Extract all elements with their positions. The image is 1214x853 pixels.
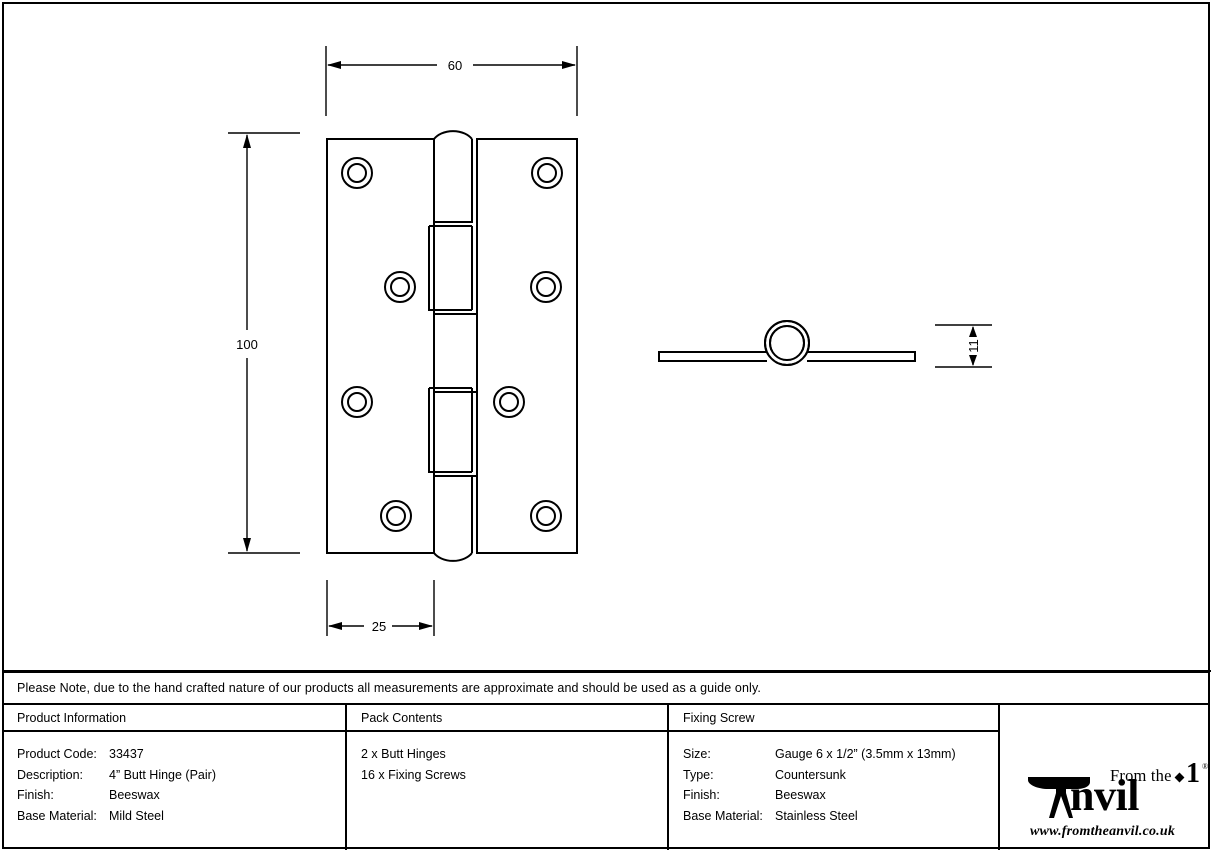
spec-label: Base Material: (683, 808, 763, 823)
registered-trademark-icon: ® (1202, 762, 1209, 771)
spec-label: Finish: (683, 788, 720, 802)
dimension-label-60: 60 (448, 58, 462, 73)
hinge-side-view (658, 320, 916, 366)
anvil-icon (1028, 777, 1090, 818)
spec-value: Beeswax (109, 788, 160, 802)
screw-hole (531, 157, 563, 189)
column-header-fixing-screw: Fixing Screw (669, 705, 998, 732)
dimension-11 (935, 324, 992, 368)
disclaimer-note-text: Please Note, due to the hand crafted nat… (17, 681, 762, 695)
spec-value: Gauge 6 x 1/2” (3.5mm x 13mm) (775, 747, 956, 761)
spec-label: Base Material: (17, 808, 97, 823)
column-logo: From the 1 ® nvil www.fromtheanvil.co.uk (1000, 705, 1209, 850)
logo-top-text: From the (1110, 766, 1172, 785)
table-row: Description: 4” Butt Hinge (Pair) (17, 765, 345, 786)
hinge-front-view (326, 130, 578, 562)
logo-numeral: 1 (1186, 758, 1200, 789)
spec-value: 4” Butt Hinge (Pair) (109, 767, 216, 782)
knuckle-cap-bottom (433, 552, 473, 562)
dimension-100 (228, 132, 300, 554)
column-header-product-information: Product Information (3, 705, 345, 732)
column-product-information: Product Information Product Code: 33437 … (3, 705, 347, 850)
table-row: Size: Gauge 6 x 1/2” (3.5mm x 13mm) (683, 744, 998, 765)
screw-hole (530, 500, 562, 532)
spec-label: Size: (683, 747, 711, 761)
column-body-product-information: Product Code: 33437 Description: 4” Butt… (3, 732, 345, 826)
spec-value: Mild Steel (109, 808, 164, 823)
screw-hole (341, 157, 373, 189)
spec-value: 33437 (109, 747, 144, 761)
table-row: Base Material: Stainless Steel (683, 806, 998, 827)
logo-cell: From the 1 ® nvil www.fromtheanvil.co.uk (1000, 732, 1209, 853)
column-header-pack-contents: Pack Contents (347, 705, 667, 732)
logo-url: www.fromtheanvil.co.uk (1030, 824, 1176, 839)
column-pack-contents: Pack Contents 2 x Butt Hinges 16 x Fixin… (347, 705, 669, 850)
spec-label: Description: (17, 767, 83, 782)
logo-wordmark: nvil (1070, 771, 1139, 820)
spec-label: Type: (683, 767, 714, 782)
spec-label: Product Code: (17, 747, 97, 761)
knuckle-cap-top (433, 130, 473, 140)
spec-value: Countersunk (775, 767, 846, 782)
screw-hole (384, 271, 416, 303)
left-leaf (326, 138, 435, 554)
right-leaf (476, 138, 578, 554)
column-fixing-screw: Fixing Screw Size: Gauge 6 x 1/2” (3.5mm… (669, 705, 1000, 850)
disclaimer-note-row: Please Note, due to the hand crafted nat… (3, 671, 1209, 705)
dimension-label-25: 25 (372, 619, 386, 634)
table-row: Base Material: Mild Steel (17, 806, 345, 827)
product-info-table: Please Note, due to the hand crafted nat… (3, 671, 1209, 850)
drawing-canvas: 60 100 25 11 (3, 46, 1211, 672)
screw-hole (380, 500, 412, 532)
screw-hole (493, 386, 525, 418)
screw-hole (530, 271, 562, 303)
table-row: Type: Countersunk (683, 765, 998, 786)
diamond-icon (1174, 772, 1185, 783)
column-header-logo (1000, 705, 1209, 732)
spec-label: Finish: (17, 788, 54, 802)
dimension-label-11: 11 (966, 339, 981, 353)
dimension-25 (326, 580, 435, 636)
screw-holes (341, 157, 563, 532)
screw-hole (341, 386, 373, 418)
column-body-fixing-screw: Size: Gauge 6 x 1/2” (3.5mm x 13mm) Type… (669, 732, 998, 826)
knuckle-column (428, 130, 478, 562)
spec-value: Beeswax (775, 788, 826, 802)
side-plate (658, 351, 916, 362)
spec-value: Stainless Steel (775, 808, 858, 823)
list-item: 2 x Butt Hinges (361, 747, 446, 761)
column-body-pack-contents: 2 x Butt Hinges 16 x Fixing Screws (347, 732, 667, 785)
dimension-60 (325, 46, 578, 116)
dimension-label-100: 100 (236, 337, 258, 352)
from-the-anvil-logo: From the 1 ® nvil www.fromtheanvil.co.uk (1026, 760, 1208, 846)
table-row: Finish: Beeswax (17, 785, 345, 806)
table-columns: Product Information Product Code: 33437 … (3, 705, 1209, 850)
table-row: Product Code: 33437 (17, 744, 345, 765)
list-item: 16 x Fixing Screws (361, 767, 466, 782)
table-row: Finish: Beeswax (683, 785, 998, 806)
